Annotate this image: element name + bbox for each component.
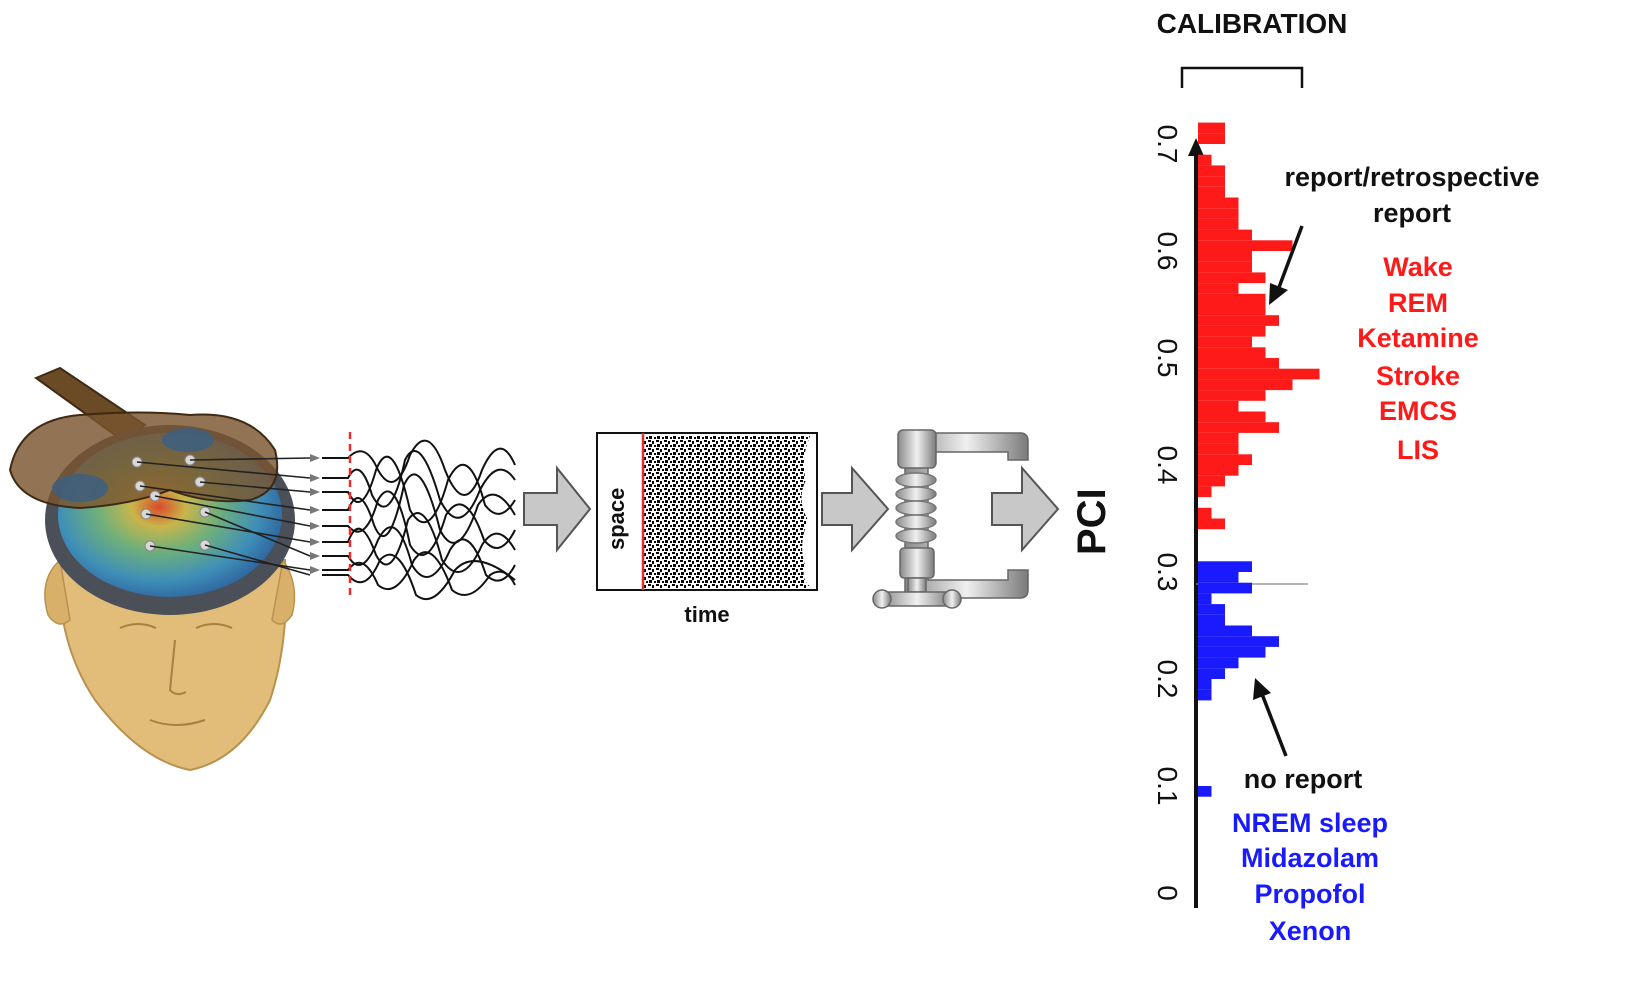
- no-report-condition: Propofol: [1254, 879, 1366, 909]
- y-tick-label: 0.5: [1152, 339, 1183, 378]
- no-report-histogram-bar: [1198, 689, 1212, 701]
- y-tick-label: 0.4: [1152, 446, 1183, 485]
- report-histogram-bar: [1198, 368, 1320, 380]
- matrix-x-label: time: [684, 602, 730, 627]
- report-histogram-bar: [1198, 315, 1279, 326]
- report-histogram-bar: [1198, 358, 1279, 369]
- report-histogram-bar: [1198, 432, 1239, 444]
- y-tick-label: 0: [1152, 885, 1183, 901]
- binary-matrix: [596, 432, 818, 591]
- arrow-2: [821, 465, 890, 553]
- annotation-arrows: [1253, 225, 1304, 757]
- pipeline-arrows: [523, 465, 1060, 553]
- pci-label: PCI: [1070, 488, 1114, 555]
- no-report-histogram-bar: [1198, 646, 1266, 658]
- report-histogram-bar: [1198, 133, 1225, 144]
- no-report-histogram-bar: [1198, 614, 1225, 626]
- no-report-histogram-bar: [1198, 593, 1212, 605]
- report-histogram-bar: [1198, 197, 1239, 209]
- y-tick-label: 0.1: [1152, 767, 1183, 806]
- report-histogram-bar: [1198, 283, 1239, 294]
- y-tick-label: 0.7: [1152, 125, 1183, 164]
- no-report-label: no report: [1243, 764, 1363, 794]
- report-condition: Stroke: [1375, 361, 1461, 391]
- report-histogram-bar: [1198, 443, 1239, 455]
- no-report-histogram-bar: [1198, 657, 1239, 669]
- report-condition: Ketamine: [1357, 323, 1479, 353]
- no-report-histogram-bar: [1198, 604, 1225, 615]
- histogram-bars: [1198, 122, 1320, 797]
- no-report-histogram-bar: [1198, 572, 1239, 583]
- report-histogram-bar: [1198, 186, 1225, 198]
- no-report-histogram-bar: [1198, 582, 1252, 594]
- report-histogram-bar: [1198, 229, 1252, 241]
- report-histogram-bar: [1198, 208, 1239, 219]
- y-tick-label: 0.6: [1152, 232, 1183, 271]
- no-report-histogram-bar: [1198, 668, 1225, 679]
- arrow-3: [991, 465, 1060, 553]
- report-histogram-bar: [1198, 272, 1266, 284]
- calibration-title: CALIBRATION: [1156, 8, 1348, 39]
- head-illustration: [8, 366, 320, 772]
- report-histogram-bar: [1198, 304, 1266, 316]
- report-histogram-bar: [1198, 122, 1225, 134]
- arrow-1: [523, 465, 592, 553]
- report-histogram-bar: [1198, 154, 1212, 166]
- report-condition: Wake: [1383, 252, 1453, 282]
- report-histogram-bar: [1198, 465, 1239, 476]
- report-histogram-bar: [1198, 218, 1239, 230]
- report-histogram-bar: [1198, 390, 1266, 401]
- report-histogram-bar: [1198, 293, 1266, 305]
- no-report-condition: Xenon: [1268, 916, 1352, 946]
- report-histogram-bar: [1198, 379, 1293, 391]
- report-histogram-bar: [1198, 454, 1252, 465]
- y-tick-label: 0.2: [1152, 660, 1183, 699]
- no-report-histogram-bar: [1198, 786, 1212, 797]
- report-histogram-bar: [1198, 400, 1239, 412]
- report-histogram-bar: [1198, 347, 1266, 358]
- report-histogram-bar: [1198, 240, 1293, 251]
- report-histogram-bar: [1198, 475, 1225, 487]
- no-report-histogram-bar: [1198, 561, 1252, 572]
- compressor-clamp-icon: [872, 429, 1029, 609]
- report-histogram-bar: [1198, 411, 1266, 423]
- report-histogram-bar: [1198, 325, 1266, 337]
- report-histogram-bar: [1198, 176, 1225, 187]
- report-histogram-bar: [1198, 486, 1212, 498]
- calibration-bracket: [1180, 66, 1304, 88]
- report-label-line2: report: [1372, 198, 1452, 228]
- report-histogram-bar: [1198, 165, 1225, 177]
- y-tick-label: 0.3: [1152, 553, 1183, 592]
- report-histogram-bar: [1198, 507, 1212, 519]
- report-histogram-bar: [1198, 422, 1279, 433]
- eeg-traces: [322, 439, 516, 601]
- no-report-histogram-bar: [1198, 625, 1252, 637]
- report-histogram-bar: [1198, 261, 1252, 273]
- no-report-histogram-bar: [1198, 636, 1279, 647]
- no-report-histogram-bar: [1198, 679, 1212, 690]
- report-label-line1: report/retrospective: [1284, 162, 1540, 192]
- matrix-y-label: space: [604, 487, 629, 550]
- report-condition: LIS: [1396, 435, 1440, 465]
- report-histogram-bar: [1198, 251, 1252, 262]
- tick-labels: 0 0.1 0.2 0.3 0.4 0.5 0.6 0.7: [1152, 125, 1183, 901]
- report-histogram-bar: [1198, 518, 1225, 530]
- no-report-condition: NREM sleep: [1231, 808, 1389, 838]
- no-report-condition: Midazolam: [1240, 843, 1380, 873]
- report-condition: EMCS: [1378, 396, 1458, 426]
- report-histogram-bar: [1198, 336, 1252, 348]
- report-condition: REM: [1388, 288, 1448, 318]
